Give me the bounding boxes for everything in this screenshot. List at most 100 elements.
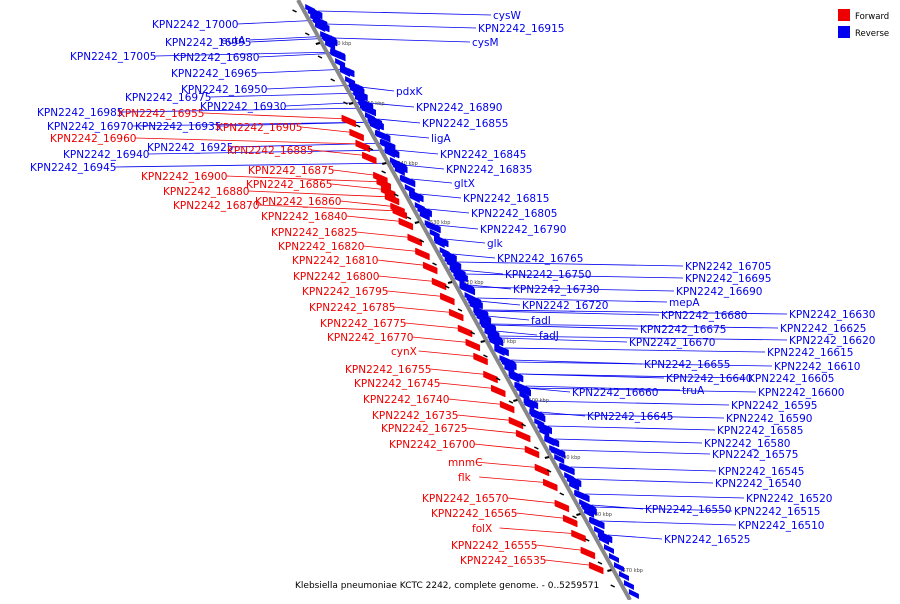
intergenic-marker bbox=[521, 423, 526, 427]
reverse-gene-feature bbox=[584, 508, 595, 518]
axis-tick-mark bbox=[480, 340, 485, 343]
reverse-gene-label-fadj: fadJ bbox=[539, 330, 559, 342]
reverse-gene-label-kpn2242_16985: KPN2242_16985 bbox=[37, 107, 123, 119]
reverse-gene-feature bbox=[404, 184, 415, 194]
forward-gene-label-kpn2242_16840: KPN2242_16840 bbox=[261, 211, 347, 223]
forward-gene-label-kpn2242_16785: KPN2242_16785 bbox=[309, 302, 395, 314]
reverse-gene-label-kpn2242_16525: KPN2242_16525 bbox=[664, 534, 750, 546]
intergenic-marker bbox=[419, 239, 425, 243]
forward-gene-label-kpn2242_16880: KPN2242_16880 bbox=[163, 186, 249, 198]
reverse-gene-label-kpn2242_16510: KPN2242_16510 bbox=[738, 520, 824, 532]
forward-gene-label-kpn2242_16770: KPN2242_16770 bbox=[327, 332, 413, 344]
forward-gene-feature bbox=[407, 233, 422, 247]
forward-gene-feature bbox=[580, 546, 596, 560]
axis-tick-mark bbox=[576, 513, 581, 516]
reverse-gene-feature bbox=[340, 67, 351, 77]
reverse-gene-feature bbox=[569, 481, 580, 491]
intergenic-marker bbox=[534, 446, 539, 450]
axis-tick-label: 3520 kbp bbox=[460, 280, 484, 286]
forward-gene-feature bbox=[392, 206, 408, 220]
forward-gene-label-kpn2242_16740: KPN2242_16740 bbox=[363, 394, 449, 406]
reverse-gene-feature bbox=[539, 427, 550, 437]
forward-gene-label-kpn2242_16745: KPN2242_16745 bbox=[354, 378, 440, 390]
reverse-gene-feature bbox=[559, 463, 570, 473]
forward-gene-feature bbox=[499, 400, 515, 414]
reverse-gene-feature bbox=[345, 76, 356, 86]
reverse-gene-label-kpn2242_16585: KPN2242_16585 bbox=[717, 425, 803, 437]
forward-gene-feature bbox=[508, 416, 524, 430]
intergenic-marker bbox=[343, 101, 348, 105]
forward-gene-label-kpn2242_16755: KPN2242_16755 bbox=[345, 364, 431, 376]
forward-gene-label-mnmc: mnmC bbox=[448, 457, 482, 469]
reverse-gene-feature bbox=[439, 247, 450, 257]
intergenic-marker bbox=[584, 538, 590, 542]
reverse-gene-label-kpn2242_16645: KPN2242_16645 bbox=[587, 411, 673, 423]
gene-features bbox=[292, 4, 639, 599]
reverse-gene-label-kpn2242_16690: KPN2242_16690 bbox=[676, 286, 762, 298]
legend-forward-label: Forward bbox=[855, 12, 889, 22]
forward-gene-label-cynx: cynX bbox=[391, 346, 417, 358]
forward-gene-label-kpn2242_16900: KPN2242_16900 bbox=[141, 171, 227, 183]
axis-tick-mark bbox=[348, 102, 354, 105]
forward-gene-feature bbox=[341, 114, 357, 128]
reverse-gene-label-glk: glk bbox=[487, 238, 504, 250]
reverse-gene-label-mepa: mepA bbox=[669, 297, 700, 309]
axis-tick-label: 3560 kbp bbox=[328, 41, 352, 47]
reverse-gene-label-kpn2242_16640: KPN2242_16640 bbox=[666, 373, 752, 385]
reverse-gene-label-kpn2242_16515: KPN2242_16515 bbox=[734, 506, 820, 518]
axis-tick-mark bbox=[607, 569, 612, 572]
forward-gene-feature bbox=[384, 192, 400, 206]
reverse-gene-feature bbox=[424, 220, 435, 230]
reverse-gene-label-fadi: fadI bbox=[531, 315, 551, 327]
reverse-gene-label-kpn2242_16595: KPN2242_16595 bbox=[731, 400, 817, 412]
reverse-gene-label-kpn2242_16970: KPN2242_16970 bbox=[47, 121, 133, 133]
intergenic-marker bbox=[304, 32, 310, 36]
intergenic-marker bbox=[381, 170, 386, 174]
reverse-gene-label-kpn2242_16980: KPN2242_16980 bbox=[173, 52, 259, 64]
reverse-gene-feature bbox=[534, 418, 545, 428]
reverse-gene-label-kpn2242_16540: KPN2242_16540 bbox=[715, 478, 801, 490]
reverse-gene-label-kpn2242_16600: KPN2242_16600 bbox=[758, 387, 844, 399]
reverse-gene-feature bbox=[389, 157, 400, 167]
forward-gene-feature bbox=[448, 308, 464, 322]
intergenic-marker bbox=[546, 469, 552, 473]
reverse-gene-feature bbox=[305, 4, 316, 14]
reverse-gene-feature bbox=[608, 553, 619, 563]
reverse-gene-feature bbox=[544, 436, 555, 446]
reverse-gene-label-kpn2242_16550: KPN2242_16550 bbox=[645, 504, 731, 516]
reverse-gene-label-trua: truA bbox=[682, 385, 705, 397]
reverse-gene-label-kpn2242_16915: KPN2242_16915 bbox=[478, 23, 564, 35]
forward-gene-feature bbox=[483, 370, 498, 384]
intergenic-marker bbox=[483, 354, 488, 358]
reverse-gene-feature bbox=[399, 175, 410, 185]
reverse-gene-label-euta: eutA bbox=[221, 35, 246, 47]
reverse-gene-feature bbox=[628, 589, 639, 599]
reverse-gene-label-kpn2242_17005: KPN2242_17005 bbox=[70, 51, 156, 63]
reverse-gene-feature bbox=[489, 337, 500, 347]
forward-gene-label-folx: folX bbox=[472, 523, 492, 535]
legend-reverse-swatch bbox=[838, 26, 850, 38]
intergenic-marker bbox=[368, 147, 374, 151]
reverse-gene-label-kpn2242_16845: KPN2242_16845 bbox=[440, 149, 526, 161]
reverse-gene-feature bbox=[604, 544, 615, 554]
reverse-gene-feature bbox=[335, 58, 346, 68]
forward-gene-label-kpn2242_16535: KPN2242_16535 bbox=[460, 555, 546, 567]
axis-tick-label: 3540 kbp bbox=[394, 161, 418, 167]
reverse-gene-feature bbox=[479, 319, 490, 329]
forward-gene-feature bbox=[465, 338, 481, 352]
axis-tick-label: 3490 kbp bbox=[557, 455, 581, 461]
reverse-gene-feature bbox=[414, 202, 425, 212]
forward-gene-label-kpn2242_16565: KPN2242_16565 bbox=[431, 508, 517, 520]
forward-gene-feature bbox=[571, 529, 586, 543]
reverse-gene-feature bbox=[434, 238, 445, 248]
reverse-gene-feature bbox=[618, 571, 629, 581]
forward-gene-label-kpn2242_16820: KPN2242_16820 bbox=[278, 241, 364, 253]
legend: Forward Reverse bbox=[838, 9, 889, 39]
forward-gene-feature bbox=[473, 352, 488, 366]
reverse-gene-feature bbox=[474, 310, 485, 320]
reverse-gene-label-kpn2242_16670: KPN2242_16670 bbox=[629, 337, 715, 349]
reverse-gene-feature bbox=[330, 49, 341, 59]
forward-gene-label-kpn2242_16955: KPN2242_16955 bbox=[118, 108, 204, 120]
reverse-gene-feature bbox=[384, 148, 395, 158]
reverse-gene-label-kpn2242_16945: KPN2242_16945 bbox=[30, 162, 116, 174]
